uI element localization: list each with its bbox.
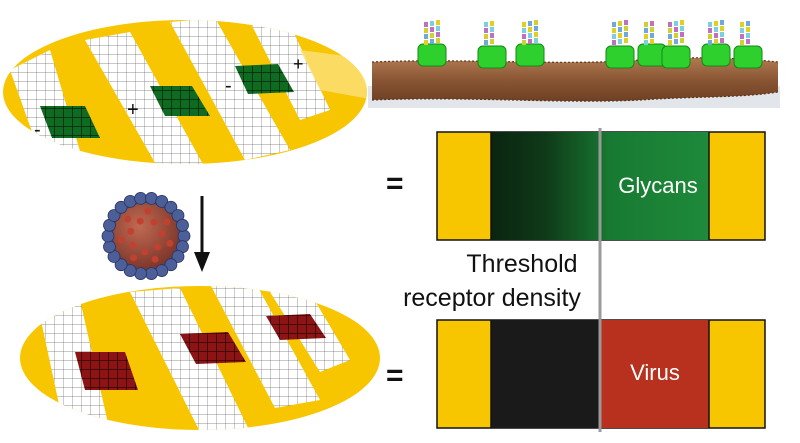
virus-spike (176, 218, 189, 232)
grid-stripe (85, 32, 205, 164)
virus-surface-dot (166, 239, 174, 247)
glycans-label: Glycans (618, 173, 697, 198)
grid-stripe (170, 20, 290, 160)
glycan-patch (150, 86, 210, 116)
virus-bound-patch (180, 332, 246, 364)
virus-spike (177, 229, 191, 243)
virus-bound-patch (266, 314, 326, 340)
grid-stripe (210, 286, 320, 408)
virus-spike (114, 258, 128, 272)
glycan-patch (40, 106, 100, 138)
virus-surface-dot (150, 218, 158, 226)
virus-spike (103, 240, 116, 254)
bottom-substrate-disc (20, 286, 380, 430)
virus-label: Virus (630, 360, 680, 385)
membrane-protein (733, 21, 763, 69)
electrode-sign: + (127, 99, 139, 121)
electrode-sign: + (293, 54, 304, 74)
virus-surface-dot (117, 236, 125, 244)
virus-spike (123, 264, 137, 278)
virus-surface-dot (127, 227, 135, 235)
equals-sign: = (386, 167, 404, 200)
virus-spike (164, 200, 178, 214)
electrode-sign: - (34, 119, 41, 141)
virus-spike (114, 200, 128, 214)
virus-surface-dot (136, 217, 144, 225)
virus-particle (101, 191, 191, 281)
virus-surface-dot (130, 254, 137, 262)
process-arrow (194, 196, 210, 272)
virus-surface-dot (141, 248, 149, 256)
virus-surface-dot (124, 215, 132, 223)
glycan-patch (235, 64, 294, 94)
membrane-protein (701, 20, 731, 67)
virus-bound-patch (75, 352, 138, 390)
top-substrate-disc: - + - + (3, 20, 367, 164)
grid-stripe (130, 288, 250, 430)
virus-spike (144, 267, 158, 281)
virus-spike (101, 229, 115, 243)
membrane-protein (515, 20, 545, 67)
virus-surface-dot (151, 255, 159, 263)
electrode-sign: - (225, 75, 232, 97)
virus-spike (164, 258, 178, 272)
virus-surface-dot (144, 207, 152, 215)
membrane-protein (605, 20, 635, 69)
threshold-label-line1: Threshold (466, 250, 577, 278)
membrane-protein (477, 21, 507, 69)
equals-sign: = (386, 359, 404, 392)
virus-spike (155, 194, 169, 208)
membrane-illustration (368, 20, 780, 108)
grid-stripe (245, 20, 330, 120)
virus-surface-dot (129, 241, 137, 249)
threshold-label-line2: receptor density (403, 284, 581, 312)
membrane-protein (661, 20, 691, 69)
virus-spike (107, 209, 121, 222)
grid-stripe (40, 300, 110, 430)
virus-surface-dot (154, 243, 162, 251)
virus-spike (171, 250, 185, 263)
membrane-protein (417, 20, 447, 67)
virus-spike (134, 191, 148, 205)
virus-surface-dot (158, 230, 166, 238)
virus-surface-dot (163, 218, 171, 226)
